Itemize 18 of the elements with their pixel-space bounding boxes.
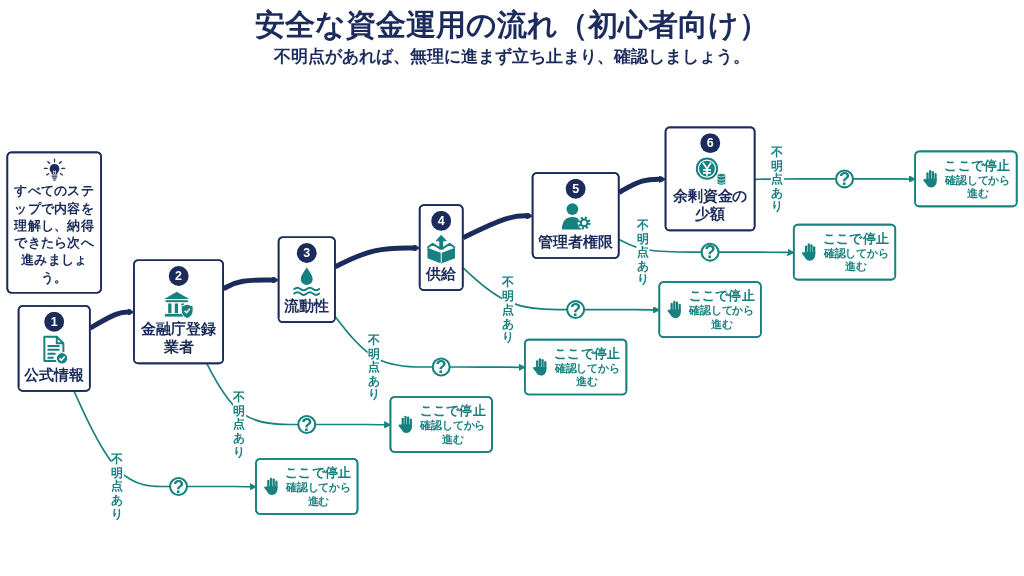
edge-label: 不明点あり	[233, 389, 246, 459]
connector	[618, 238, 703, 253]
node-circle: ?	[169, 476, 189, 496]
edge-label: 不明点あり	[502, 274, 515, 344]
edge-label: 不明点あり	[111, 451, 124, 521]
title: 安全な資金運用の流れ（初心者向け）	[255, 7, 769, 43]
node-circle: ?	[297, 414, 317, 434]
edge-label: 不明点あり	[367, 332, 381, 401]
node-circle: ?	[431, 357, 451, 377]
arrow	[852, 175, 916, 183]
node-circle: ?	[566, 300, 586, 320]
subtitle: 不明点があれば、無理に進まず立ち止まり、確認しましょう。	[274, 46, 750, 68]
connector	[334, 315, 434, 368]
node-circle: ?	[700, 242, 720, 262]
node-circle: ?	[835, 169, 855, 189]
edge-label: 不明点あり	[636, 217, 650, 286]
connector	[73, 390, 171, 488]
edge-label: 不明点あり	[771, 143, 784, 213]
